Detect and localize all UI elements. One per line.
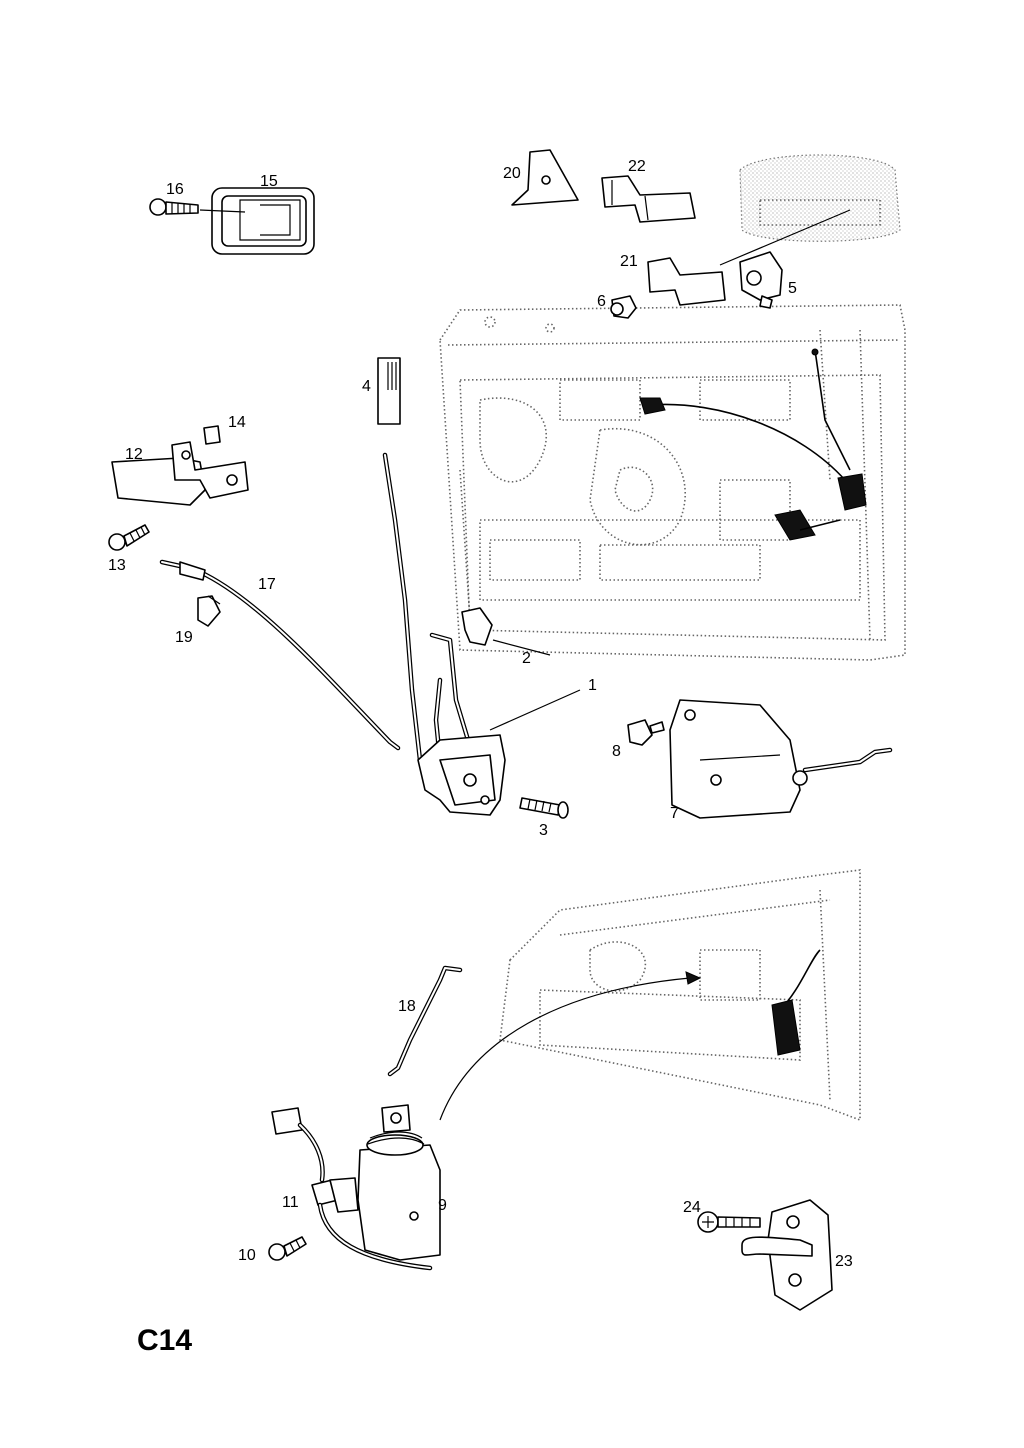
callout-24: 24 <box>683 1199 701 1216</box>
striker-23 <box>741 1199 833 1311</box>
clip-2 <box>461 607 551 656</box>
callout-22: 22 <box>628 158 646 175</box>
callout-23: 23 <box>835 1253 853 1270</box>
door-panel-lower <box>439 869 861 1122</box>
callout-20: 20 <box>503 165 521 182</box>
handle-bezel-15 <box>199 187 315 255</box>
door-lock-1 <box>417 689 581 816</box>
inner-handle-12 <box>111 441 249 506</box>
cable-17 <box>159 559 401 751</box>
switch-5 <box>739 251 783 309</box>
callout-16: 16 <box>166 181 184 198</box>
actuator-housing-7 <box>669 699 893 819</box>
pad-4 <box>377 357 401 425</box>
bracket-22 <box>601 175 696 223</box>
screw-13 <box>108 524 150 551</box>
actuator-9 <box>357 1104 441 1261</box>
door-handle-outer <box>719 154 901 266</box>
door-panel-upper <box>439 304 906 661</box>
callout-18: 18 <box>398 998 416 1015</box>
callout-7: 7 <box>670 805 679 822</box>
lock-rod <box>382 452 471 763</box>
callout-5: 5 <box>788 280 797 297</box>
callout-14: 14 <box>228 414 246 431</box>
clip-14 <box>203 425 221 445</box>
screw-24 <box>697 1211 761 1233</box>
bolt-8 <box>627 719 665 746</box>
callout-3: 3 <box>539 822 548 839</box>
callout-13: 13 <box>108 557 126 574</box>
callout-6: 6 <box>597 293 606 310</box>
callout-19: 19 <box>175 629 193 646</box>
bracket-20 <box>511 149 579 206</box>
screw-10 <box>268 1236 307 1261</box>
callout-15: 15 <box>260 173 278 190</box>
bracket-21 <box>647 257 726 306</box>
callout-4: 4 <box>362 378 371 395</box>
callout-1: 1 <box>588 677 597 694</box>
callout-2: 2 <box>522 650 531 667</box>
screw-16 <box>149 198 199 216</box>
callout-9: 9 <box>438 1197 447 1214</box>
screw-3 <box>519 797 569 819</box>
callout-12: 12 <box>125 446 143 463</box>
rod-18 <box>387 965 463 1077</box>
callout-labels: 16 15 20 22 21 6 5 4 14 12 13 17 19 2 1 … <box>108 158 853 1270</box>
callout-21: 21 <box>620 253 638 270</box>
clip-11 <box>271 1107 433 1271</box>
bolt-6 <box>610 295 637 319</box>
callout-8: 8 <box>612 743 621 760</box>
clip-19 <box>197 595 221 627</box>
page-code: C14 <box>137 1324 192 1357</box>
callout-11: 11 <box>282 1194 299 1211</box>
callout-10: 10 <box>238 1247 256 1264</box>
callout-17: 17 <box>258 576 276 593</box>
